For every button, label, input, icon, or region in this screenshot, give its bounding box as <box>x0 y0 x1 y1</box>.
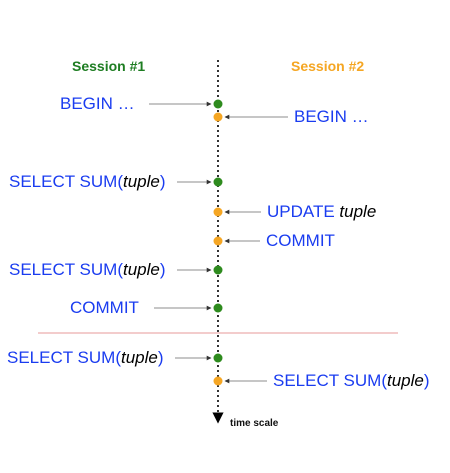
session-1-event-label: COMMIT <box>70 298 139 317</box>
session-1-dot <box>213 99 223 109</box>
session-2-event-label: SELECT SUM(tuple) <box>273 371 430 390</box>
session-2-event-label: COMMIT <box>266 231 335 250</box>
session-1-dot <box>213 177 223 187</box>
session-2-dot <box>213 112 223 122</box>
session-2-event-label: BEGIN … <box>294 107 369 126</box>
session-2-title: Session #2 <box>291 58 365 74</box>
session-1-title: Session #1 <box>72 58 146 74</box>
session-2-dot <box>213 376 223 386</box>
session-1-dot <box>213 303 223 313</box>
session-1-event-label: SELECT SUM(tuple) <box>9 172 166 191</box>
time-scale-label: time scale <box>230 418 279 429</box>
session-1-dot <box>213 353 223 363</box>
session-1-event-label: SELECT SUM(tuple) <box>7 348 164 367</box>
session-1-dot <box>213 265 223 275</box>
session-2-dot <box>213 236 223 246</box>
session-1-event-label: BEGIN … <box>60 94 135 113</box>
session-2-dot <box>213 207 223 217</box>
session-2-event-label: UPDATE tuple <box>267 202 377 221</box>
session-1-event-label: SELECT SUM(tuple) <box>9 260 166 279</box>
